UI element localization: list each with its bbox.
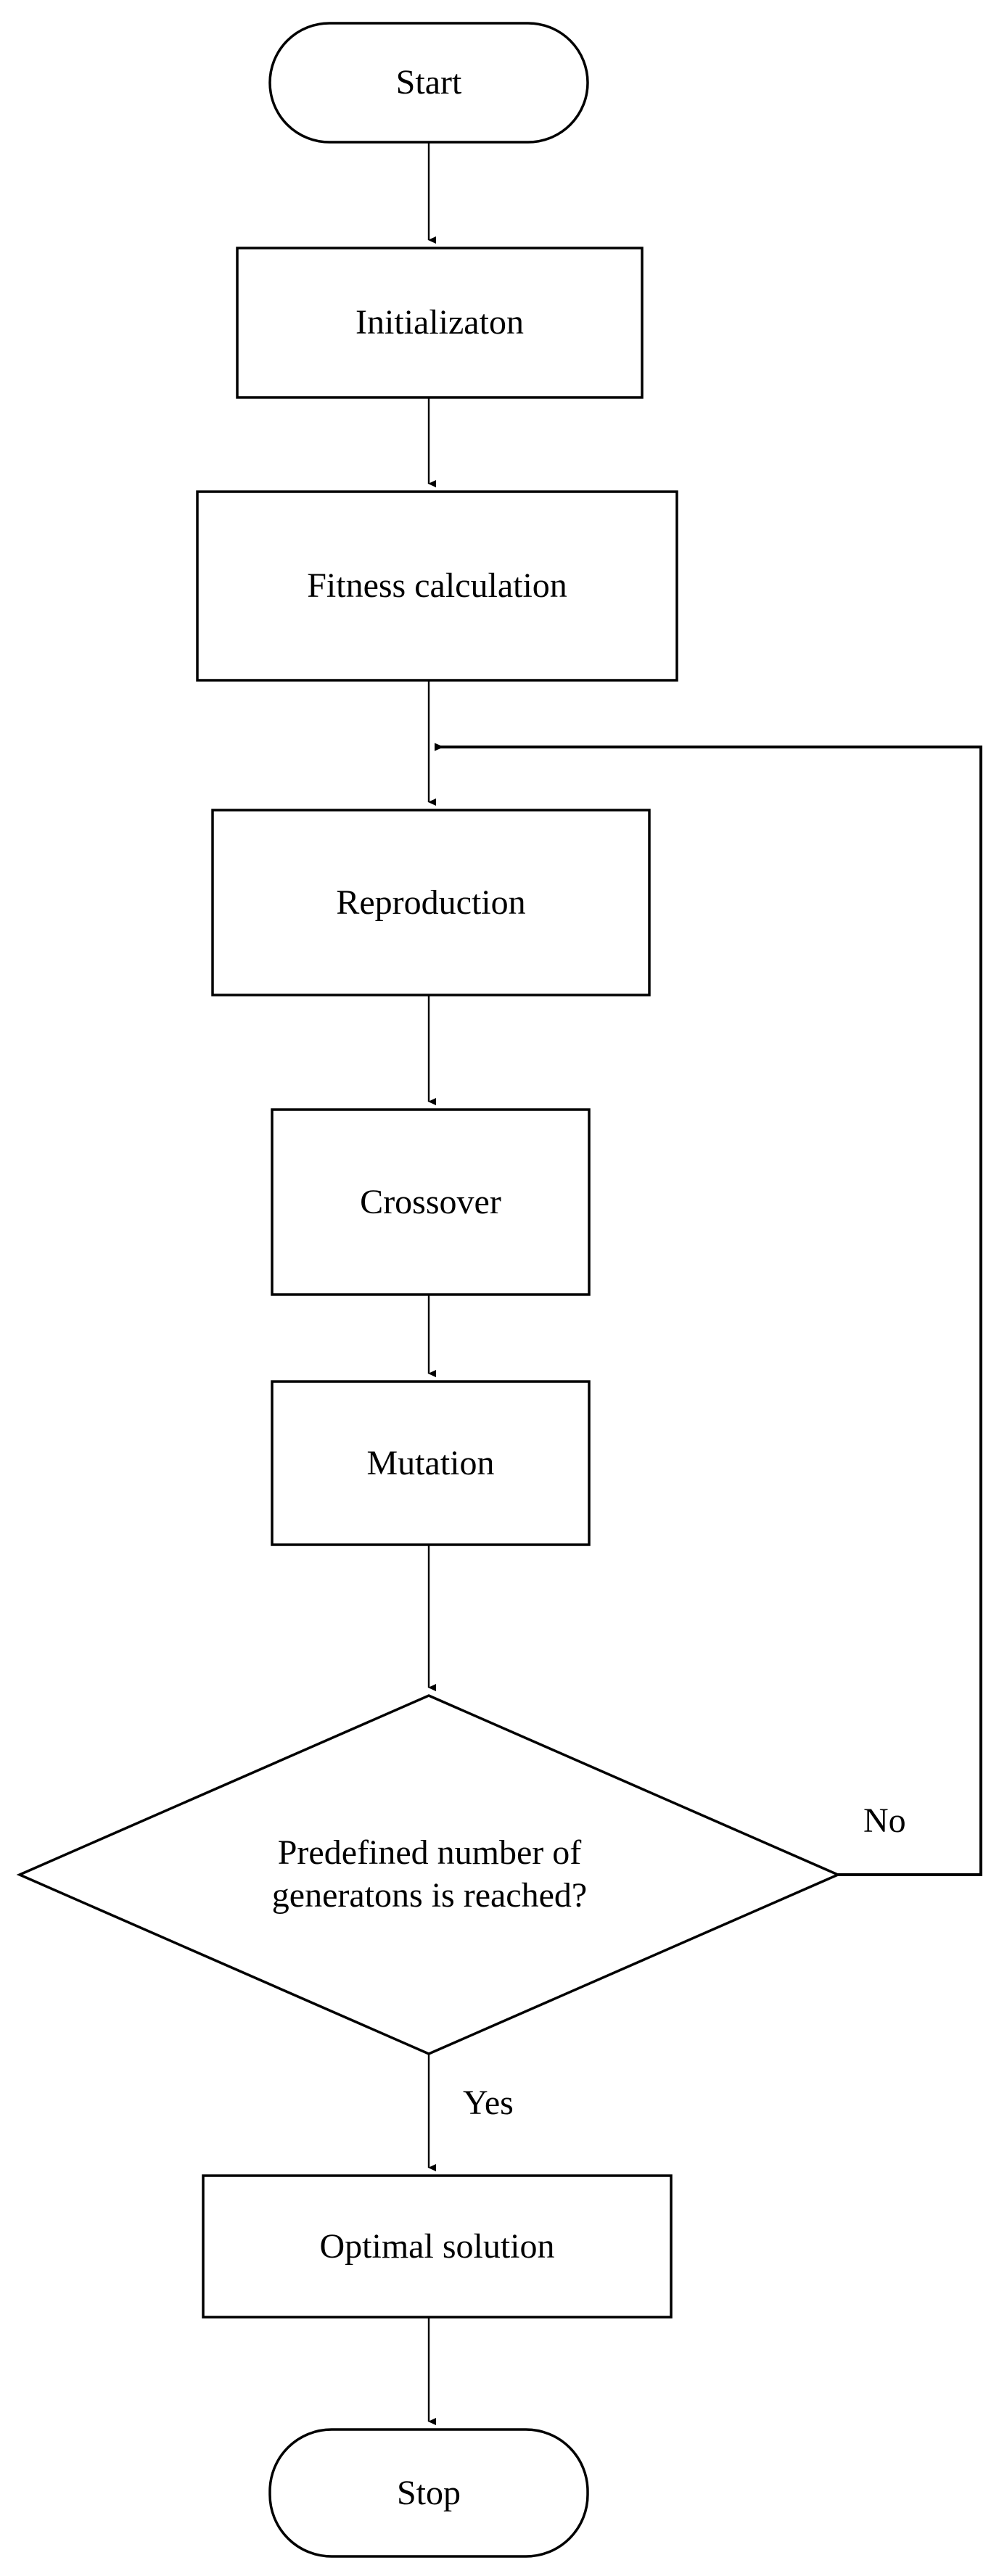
node-optimal	[202, 2174, 673, 2319]
edge-label-yes: Yes	[463, 2083, 514, 2123]
initialization-shape	[236, 247, 644, 399]
node-reproduction	[211, 809, 651, 996]
fitness-shape	[196, 490, 678, 682]
edge-label-no: No	[863, 1801, 906, 1841]
node-decision	[16, 1694, 842, 2055]
node-mutation	[271, 1380, 591, 1546]
decision-shape	[16, 1694, 842, 2055]
node-initialization	[236, 247, 644, 399]
optimal-shape	[202, 2174, 673, 2319]
reproduction-shape	[211, 809, 651, 996]
node-fitness	[196, 490, 678, 682]
edge-no-feedback-loop	[435, 743, 982, 1875]
node-start	[268, 22, 589, 144]
start-shape	[268, 22, 589, 144]
node-crossover	[271, 1108, 591, 1296]
stop-shape	[268, 2428, 589, 2558]
node-stop	[268, 2428, 589, 2558]
edge-label-no-text: No	[863, 1801, 906, 1840]
mutation-shape	[271, 1380, 591, 1546]
edge-label-yes-text: Yes	[463, 2084, 514, 2122]
crossover-shape	[271, 1108, 591, 1296]
